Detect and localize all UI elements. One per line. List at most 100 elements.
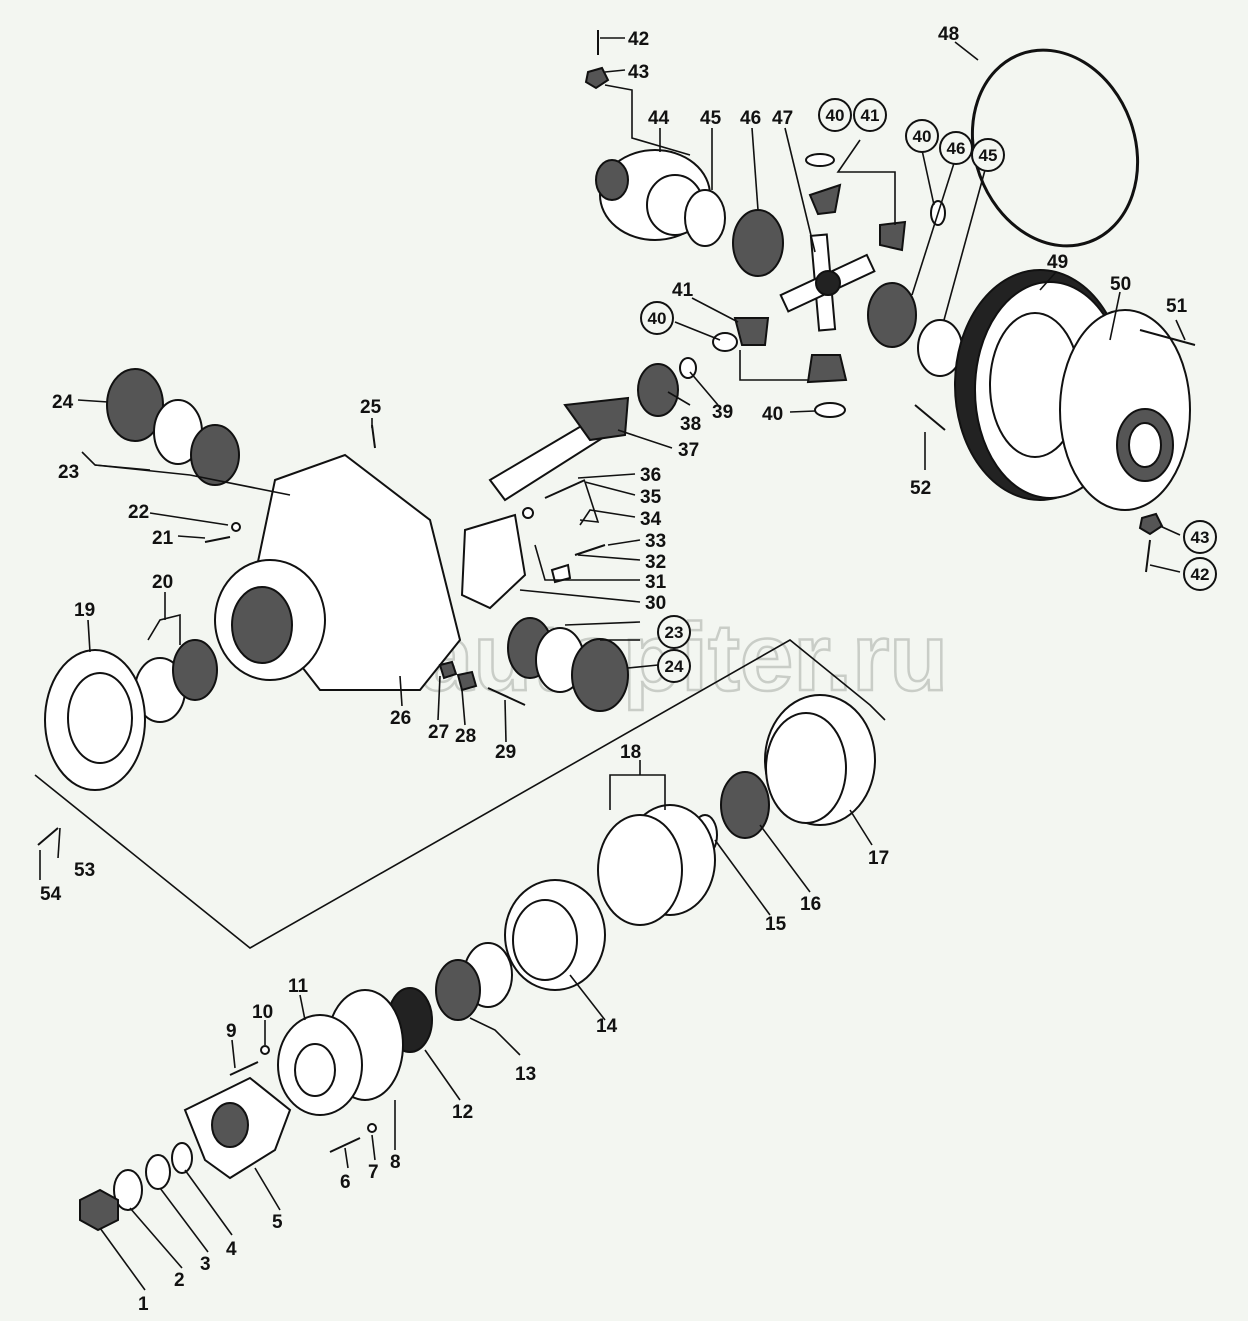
nut-28 bbox=[456, 670, 478, 692]
callout-35: 35 bbox=[640, 487, 662, 508]
callout-40-bottom: 40 bbox=[762, 404, 783, 425]
callout-4: 4 bbox=[226, 1239, 237, 1260]
washer-40-left bbox=[712, 332, 738, 352]
companion-flange-5 bbox=[183, 1076, 292, 1180]
nut-39 bbox=[679, 357, 697, 379]
callout-47: 47 bbox=[772, 108, 793, 129]
callout-37: 37 bbox=[678, 440, 699, 461]
leader-lines bbox=[39, 37, 1186, 1291]
drive-pinion-37 bbox=[488, 396, 630, 502]
stud-29 bbox=[487, 687, 526, 706]
pinion-gear-41-left bbox=[733, 317, 770, 346]
sleeve-17 bbox=[764, 694, 876, 826]
callout-44: 44 bbox=[648, 108, 670, 129]
washer-3 bbox=[145, 1154, 171, 1190]
bearing-cage-19 bbox=[44, 649, 146, 791]
callout-14: 14 bbox=[596, 1016, 618, 1037]
callout-32: 32 bbox=[645, 552, 666, 573]
washer-34 bbox=[522, 507, 534, 519]
callout-39: 39 bbox=[712, 402, 733, 423]
thrust-washer-45 bbox=[684, 189, 726, 247]
bolt-52 bbox=[914, 404, 946, 431]
callout-46: 46 bbox=[740, 108, 761, 129]
bolt-36 bbox=[544, 479, 586, 499]
callout-10: 10 bbox=[252, 1002, 273, 1023]
pinion-gear-41-bottom bbox=[806, 354, 848, 384]
bolt-9 bbox=[229, 1061, 259, 1076]
pin-42-right bbox=[1145, 539, 1151, 573]
callout-28: 28 bbox=[455, 726, 476, 747]
washer-10 bbox=[260, 1045, 270, 1055]
side-gear-46 bbox=[732, 209, 784, 277]
callout-23-circled: 23 bbox=[665, 623, 684, 642]
callout-38: 38 bbox=[680, 414, 701, 435]
callout-9: 9 bbox=[226, 1021, 237, 1042]
seal-16 bbox=[720, 771, 770, 839]
callout-1: 1 bbox=[138, 1294, 149, 1315]
diff-case-50 bbox=[1059, 309, 1191, 511]
callout-45-circled: 45 bbox=[979, 146, 998, 165]
callout-5: 5 bbox=[272, 1212, 283, 1233]
callout-12: 12 bbox=[452, 1102, 473, 1123]
shim-18-b bbox=[597, 814, 683, 926]
callout-18: 18 bbox=[620, 742, 641, 763]
callout-25: 25 bbox=[360, 397, 382, 418]
callout-17: 17 bbox=[868, 848, 889, 869]
bearing-38 bbox=[637, 363, 679, 417]
callout-26: 26 bbox=[390, 708, 411, 729]
washer-4 bbox=[171, 1142, 193, 1174]
o-ring-48 bbox=[970, 48, 1140, 248]
callout-41-left: 41 bbox=[672, 280, 694, 301]
parts-layer bbox=[37, 30, 1196, 1232]
oil-seal-retainer-11 bbox=[277, 1014, 363, 1116]
callout-2: 2 bbox=[174, 1270, 185, 1291]
washer-2 bbox=[113, 1169, 143, 1211]
callout-22: 22 bbox=[128, 502, 149, 523]
callout-43-top: 43 bbox=[628, 62, 649, 83]
callout-33: 33 bbox=[645, 531, 666, 552]
carrier-housing-26 bbox=[214, 453, 462, 691]
bearing-adjuster-24-left bbox=[106, 368, 164, 442]
bolt-21 bbox=[204, 536, 231, 543]
callout-20: 20 bbox=[152, 572, 173, 593]
callout-15: 15 bbox=[765, 914, 787, 935]
callout-16: 16 bbox=[800, 894, 821, 915]
bearing-cone-20 bbox=[172, 639, 218, 701]
washer-40-top bbox=[805, 153, 835, 167]
callout-42-circled-right: 42 bbox=[1191, 565, 1210, 584]
bolt-6 bbox=[329, 1137, 361, 1153]
bolt-54 bbox=[37, 827, 59, 846]
callout-11: 11 bbox=[288, 976, 309, 997]
callout-27: 27 bbox=[428, 722, 449, 743]
washer-40-bottom bbox=[814, 402, 846, 418]
side-gear-46-right bbox=[867, 282, 917, 348]
callout-51: 51 bbox=[1166, 296, 1188, 317]
callout-19: 19 bbox=[74, 600, 95, 621]
callout-52: 52 bbox=[910, 478, 931, 499]
washer-22 bbox=[231, 522, 241, 532]
callout-labels: 42 43 44 45 46 47 48 40 41 40 46 45 49 5… bbox=[40, 24, 1209, 1315]
callout-3: 3 bbox=[200, 1254, 211, 1275]
callout-7: 7 bbox=[368, 1162, 379, 1183]
bearing-cap-30 bbox=[460, 513, 527, 610]
bearing-cone-13 bbox=[435, 959, 481, 1021]
callout-49: 49 bbox=[1047, 252, 1068, 273]
callout-23-left: 23 bbox=[58, 462, 79, 483]
stud-25 bbox=[371, 424, 376, 449]
callout-34: 34 bbox=[640, 509, 662, 530]
callout-40-circled-top: 40 bbox=[826, 106, 845, 125]
callout-50: 50 bbox=[1110, 274, 1131, 295]
callout-30: 30 bbox=[645, 593, 666, 614]
callout-54: 54 bbox=[40, 884, 62, 905]
callout-41-circled-top: 41 bbox=[861, 106, 880, 125]
callout-42-top: 42 bbox=[628, 29, 649, 50]
callout-24-circled: 24 bbox=[665, 657, 684, 676]
callout-46-circled: 46 bbox=[947, 139, 966, 158]
callout-40-circled-right: 40 bbox=[913, 127, 932, 146]
lock-plate-31 bbox=[550, 563, 572, 584]
callout-53: 53 bbox=[74, 860, 95, 881]
callout-36: 36 bbox=[640, 465, 661, 486]
washer-7 bbox=[367, 1123, 377, 1133]
nut-43-top bbox=[584, 66, 610, 90]
